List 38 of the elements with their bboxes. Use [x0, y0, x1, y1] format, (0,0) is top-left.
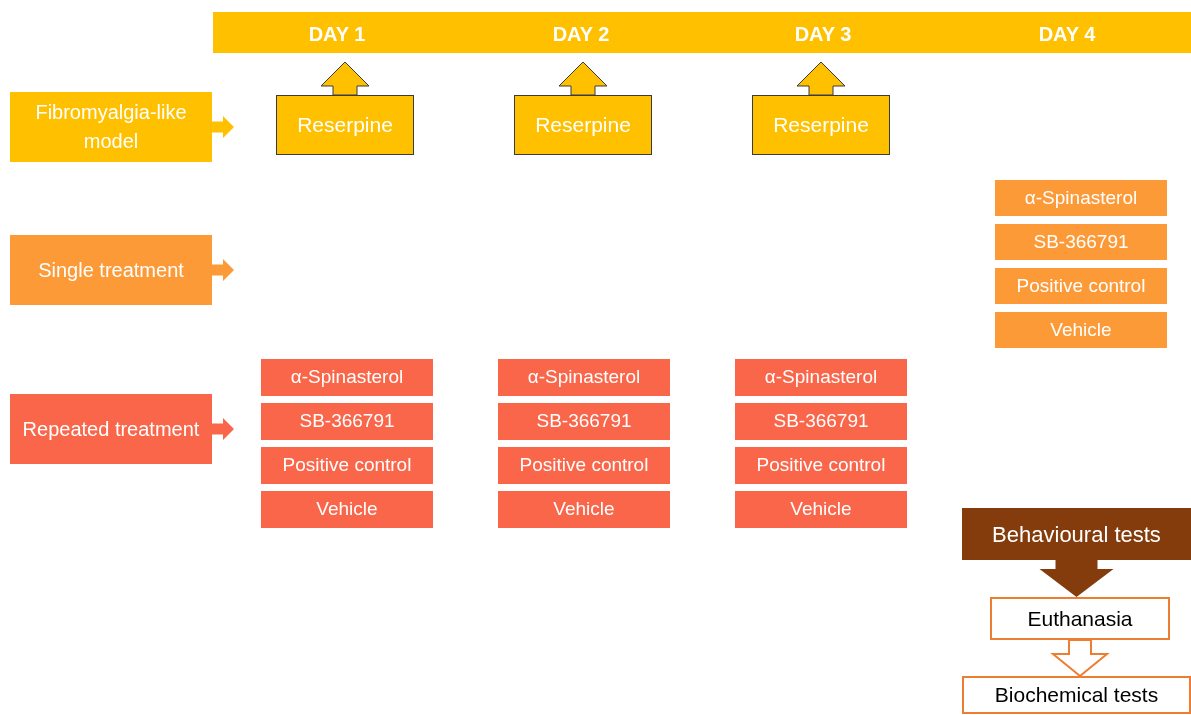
day-label: DAY 4	[1038, 22, 1096, 47]
treatment-box: Positive control	[735, 447, 907, 484]
block-arrow	[212, 259, 234, 281]
treatment-box: SB-366791	[735, 403, 907, 440]
block-arrow	[320, 61, 370, 96]
timeline-bar	[213, 12, 1191, 53]
treatment-box: Vehicle	[995, 312, 1167, 348]
treatment-box: SB-366791	[995, 224, 1167, 260]
treatment-box: Vehicle	[498, 491, 670, 528]
treatment-box: α-Spinasterol	[995, 180, 1167, 216]
callout-box: Reserpine	[514, 95, 652, 155]
treatment-box: SB-366791	[261, 403, 433, 440]
day-label: DAY 2	[552, 22, 610, 47]
treatment-box: α-Spinasterol	[498, 359, 670, 396]
block-arrow	[796, 61, 846, 96]
process-box: Biochemical tests	[962, 676, 1191, 714]
treatment-box: SB-366791	[498, 403, 670, 440]
treatment-box: α-Spinasterol	[735, 359, 907, 396]
block-arrow	[1050, 639, 1110, 678]
treatment-box: α-Spinasterol	[261, 359, 433, 396]
callout-box: Reserpine	[752, 95, 890, 155]
treatment-box: Positive control	[995, 268, 1167, 304]
treatment-box: Positive control	[261, 447, 433, 484]
row-label-box: Repeated treatment	[10, 394, 212, 464]
block-arrow	[1039, 560, 1114, 597]
row-label-box: Fibromyalgia-like model	[10, 92, 212, 162]
day-label: DAY 1	[308, 22, 366, 47]
treatment-box: Positive control	[498, 447, 670, 484]
treatment-box: Vehicle	[735, 491, 907, 528]
row-label-box: Single treatment	[10, 235, 212, 305]
day-label: DAY 3	[794, 22, 852, 47]
treatment-box: Vehicle	[261, 491, 433, 528]
process-box: Euthanasia	[990, 597, 1170, 640]
block-arrow	[212, 116, 234, 138]
callout-box: Reserpine	[276, 95, 414, 155]
process-box: Behavioural tests	[962, 508, 1191, 560]
block-arrow	[212, 418, 234, 440]
block-arrow	[558, 61, 608, 96]
